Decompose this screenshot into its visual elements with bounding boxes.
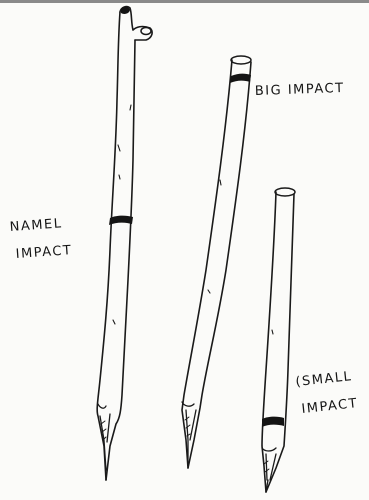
right-stick-left-edge — [262, 192, 276, 492]
right-stick-impact-band — [262, 417, 284, 427]
left-stick-impact-band — [109, 216, 133, 225]
left-stick-branch-end — [141, 28, 151, 35]
left-stick-cut-end — [121, 7, 130, 14]
left-stick — [97, 7, 152, 480]
middle-stick-impact-band — [230, 74, 251, 83]
right-stick-cut-end — [275, 188, 295, 196]
second-stick-label: BIG IMPACT — [255, 81, 345, 99]
middle-stick-cut-end — [231, 56, 251, 64]
third-stick-label-line1: (SMALL — [295, 369, 353, 390]
middle-stick-tip-facets — [182, 402, 196, 466]
right-stick — [262, 188, 295, 492]
middle-stick-right-edge — [188, 62, 251, 468]
first-stick-label-line1: NAMEL — [9, 216, 63, 235]
middle-stick — [182, 56, 251, 468]
third-stick-label-line2: IMPACT — [301, 396, 359, 417]
right-stick-bark-mark — [272, 330, 273, 334]
left-stick-left-edge — [97, 12, 120, 480]
right-stick-right-edge — [266, 194, 294, 492]
first-stick-label-line2: IMPACT — [15, 243, 73, 262]
